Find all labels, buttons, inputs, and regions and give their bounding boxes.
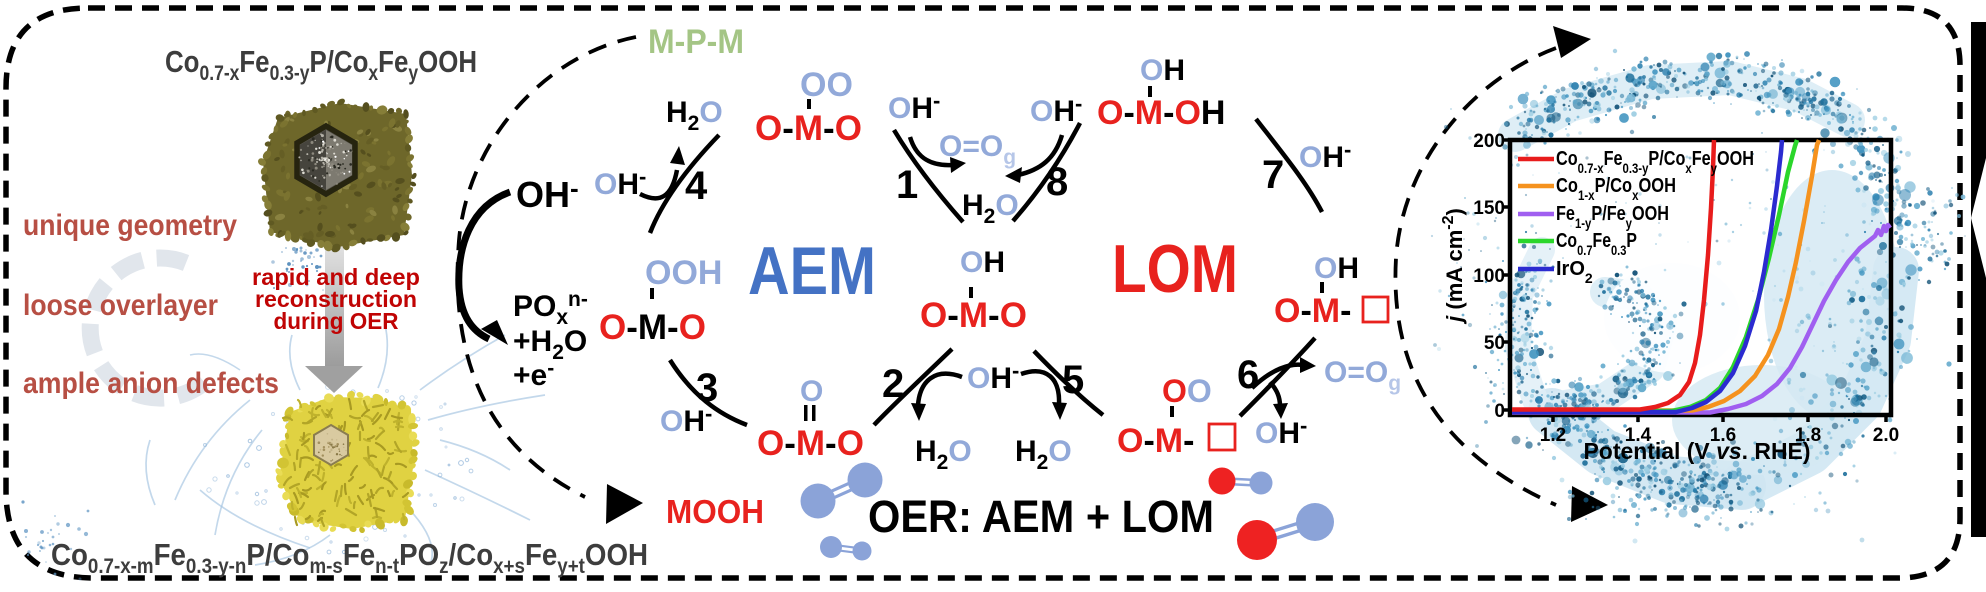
svg-text:8: 8 [1046, 160, 1068, 204]
svg-text:O-M-: O-M- [1117, 422, 1194, 460]
svg-text:Fe1-yP/FeyOOH: Fe1-yP/FeyOOH [1556, 203, 1669, 231]
svg-text:OH-: OH- [888, 88, 940, 125]
svg-text:+H2O: +H2O [513, 325, 587, 364]
svg-text:3: 3 [696, 366, 718, 410]
svg-text:OH-: OH- [1255, 413, 1307, 450]
svg-text:OO: OO [800, 66, 853, 104]
svg-text:IrO2: IrO2 [1556, 258, 1593, 286]
svg-text:OH-: OH- [967, 358, 1019, 395]
svg-text:O=Og: O=Og [1324, 356, 1401, 395]
svg-text:O-M-O: O-M-O [599, 308, 706, 347]
svg-text:Potential (V vs. RHE): Potential (V vs. RHE) [1584, 438, 1811, 464]
svg-text:OH-: OH- [516, 173, 579, 215]
svg-text:2.0: 2.0 [1873, 425, 1899, 446]
svg-text:O=Og: O=Og [939, 130, 1016, 169]
svg-text:MOOH: MOOH [666, 493, 764, 530]
svg-text:OER: AEM + LOM: OER: AEM + LOM [868, 491, 1214, 542]
svg-text:H2O: H2O [1015, 435, 1072, 474]
svg-text:1.2: 1.2 [1540, 425, 1566, 446]
svg-text:OH-: OH- [1299, 137, 1351, 174]
svg-text:M-P-M: M-P-M [648, 23, 744, 61]
svg-text:OH: OH [1314, 252, 1359, 285]
svg-text:POxn-: POxn- [513, 288, 588, 329]
svg-text:6: 6 [1237, 353, 1259, 397]
svg-text:O-M-O: O-M-O [755, 109, 862, 148]
svg-text:OO: OO [1162, 373, 1212, 409]
svg-text:Co0.7Fe0.3P: Co0.7Fe0.3P [1556, 230, 1637, 258]
svg-text:1.6: 1.6 [1710, 425, 1736, 446]
svg-text:during OER: during OER [274, 308, 399, 334]
svg-text:LOM: LOM [1112, 231, 1238, 307]
svg-text:OOH: OOH [645, 254, 722, 292]
svg-text:H2O: H2O [962, 189, 1019, 228]
svg-text:OH-: OH- [660, 401, 712, 438]
svg-text:AEM: AEM [748, 233, 876, 309]
svg-text:50: 50 [1484, 333, 1505, 354]
svg-text:Co0.7-x-mFe0.3-y-nP/Com-sFen-t: Co0.7-x-mFe0.3-y-nP/Com-sFen-tPOz/Cox+sF… [51, 537, 648, 578]
svg-text:O-M-OH: O-M-OH [1097, 94, 1225, 132]
svg-text:OH-: OH- [594, 164, 646, 201]
svg-text:Co1-xP/CoxOOH: Co1-xP/CoxOOH [1556, 175, 1676, 203]
svg-text:150: 150 [1473, 198, 1505, 219]
svg-text:OH: OH [960, 246, 1005, 279]
svg-text:O: O [800, 375, 823, 408]
svg-text:100: 100 [1473, 266, 1505, 287]
svg-text:1.8: 1.8 [1795, 425, 1821, 446]
svg-text:reconstruction: reconstruction [255, 286, 417, 312]
svg-text:Co0.7-xFe0.3-yP/CoxFeyOOH: Co0.7-xFe0.3-yP/CoxFeyOOH [165, 44, 477, 85]
svg-text:200: 200 [1473, 131, 1505, 152]
svg-text:H2O: H2O [666, 96, 723, 135]
svg-text:O-M-: O-M- [1274, 292, 1351, 330]
svg-text:Co0.7-xFe0.3-yP/CoxFeyOOH: Co0.7-xFe0.3-yP/CoxFeyOOH [1556, 148, 1754, 176]
svg-text:5: 5 [1062, 358, 1084, 402]
svg-text:O-M-O: O-M-O [757, 424, 864, 463]
svg-text:OH-: OH- [1030, 91, 1082, 128]
svg-text:1.4: 1.4 [1625, 425, 1652, 446]
svg-text:rapid and deep: rapid and deep [252, 264, 420, 290]
svg-text:+e-: +e- [513, 357, 554, 392]
svg-text:0: 0 [1494, 401, 1505, 422]
svg-text:H2O: H2O [915, 435, 972, 474]
svg-text:4: 4 [685, 164, 708, 208]
svg-text:OH: OH [1140, 54, 1185, 87]
svg-text:7: 7 [1262, 153, 1284, 197]
svg-text:2: 2 [882, 362, 904, 406]
svg-text:loose overlayer: loose overlayer [23, 289, 218, 322]
svg-text:1: 1 [896, 163, 918, 207]
svg-text:O-M-O: O-M-O [920, 296, 1027, 335]
svg-text:ample anion defects: ample anion defects [23, 367, 279, 400]
svg-text:unique geometry: unique geometry [23, 209, 237, 242]
